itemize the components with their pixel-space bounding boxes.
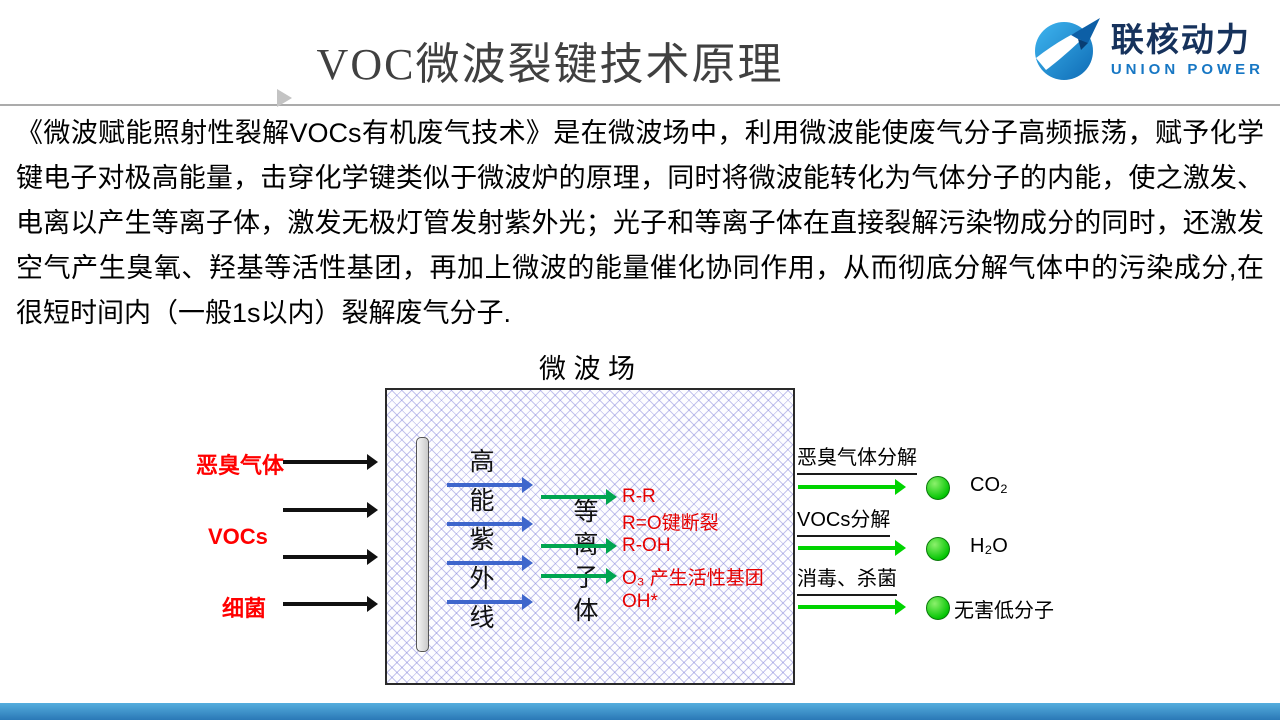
uv-column-label: 高能紫外线 xyxy=(466,448,494,643)
uv-arrow-3 xyxy=(447,555,533,571)
uv-lamp-tube xyxy=(416,437,429,652)
product-label-co2: CO₂ xyxy=(970,474,1008,496)
reaction-oh-radical: OH* xyxy=(622,591,658,612)
uv-arrow-4 xyxy=(447,594,533,610)
molecule-dot-co2 xyxy=(926,476,950,500)
output-arrow-1 xyxy=(798,479,906,495)
output-label-vocs-decompose: VOCs分解 xyxy=(797,503,891,537)
uv-arrow-1 xyxy=(447,477,533,493)
reaction-bond-break: R=O键断裂 xyxy=(622,513,719,534)
page-title: VOC微波裂键技术原理 xyxy=(316,40,784,89)
logo: 联核动力 UNION POWER xyxy=(1031,12,1264,89)
footer-accent-bar xyxy=(0,703,1280,720)
body-paragraph: 《微波赋能照射性裂解VOCs有机废气技术》是在微波场中，利用微波能使废气分子高频… xyxy=(16,118,1264,328)
union-power-logo-icon xyxy=(1031,12,1103,89)
input-arrow-1 xyxy=(283,454,378,470)
molecule-dot-h2o xyxy=(926,537,950,561)
header-divider xyxy=(0,104,1280,106)
plasma-arrow-1 xyxy=(541,489,617,505)
input-arrow-4 xyxy=(283,596,378,612)
output-arrow-3 xyxy=(798,599,906,615)
plasma-column-label: 等离子体 xyxy=(570,498,598,630)
logo-subtitle: UNION POWER xyxy=(1110,60,1264,78)
output-label-disinfect: 消毒、杀菌 xyxy=(797,562,897,596)
logo-brand: 联核动力 xyxy=(1110,21,1251,59)
molecule-dot-harmless xyxy=(926,596,950,620)
uv-arrow-2 xyxy=(447,516,533,532)
product-label-harmless: 无害低分子 xyxy=(954,600,1054,622)
input-label-bacteria: 细菌 xyxy=(222,596,267,621)
header-triangle-decoration xyxy=(277,89,292,107)
input-arrow-3 xyxy=(283,549,378,565)
reaction-r-oh: R-OH xyxy=(622,535,671,556)
microwave-field-label: 微 波 场 xyxy=(538,354,635,384)
input-label-vocs: VOCs xyxy=(208,524,268,549)
reaction-r-r: R-R xyxy=(622,486,656,507)
product-label-h2o: H₂O xyxy=(970,535,1008,557)
output-arrow-2 xyxy=(798,540,906,556)
output-label-odor-decompose: 恶臭气体分解 xyxy=(797,441,917,475)
reaction-ozone: O₃ 产生活性基团 xyxy=(622,568,764,589)
plasma-arrow-3 xyxy=(541,568,617,584)
input-label-odor-gas: 恶臭气体 xyxy=(196,453,285,478)
microwave-chamber-box xyxy=(385,388,795,685)
logo-text: 联核动力 UNION POWER xyxy=(1110,21,1264,78)
input-arrow-2 xyxy=(283,502,378,518)
plasma-arrow-2 xyxy=(541,538,617,554)
